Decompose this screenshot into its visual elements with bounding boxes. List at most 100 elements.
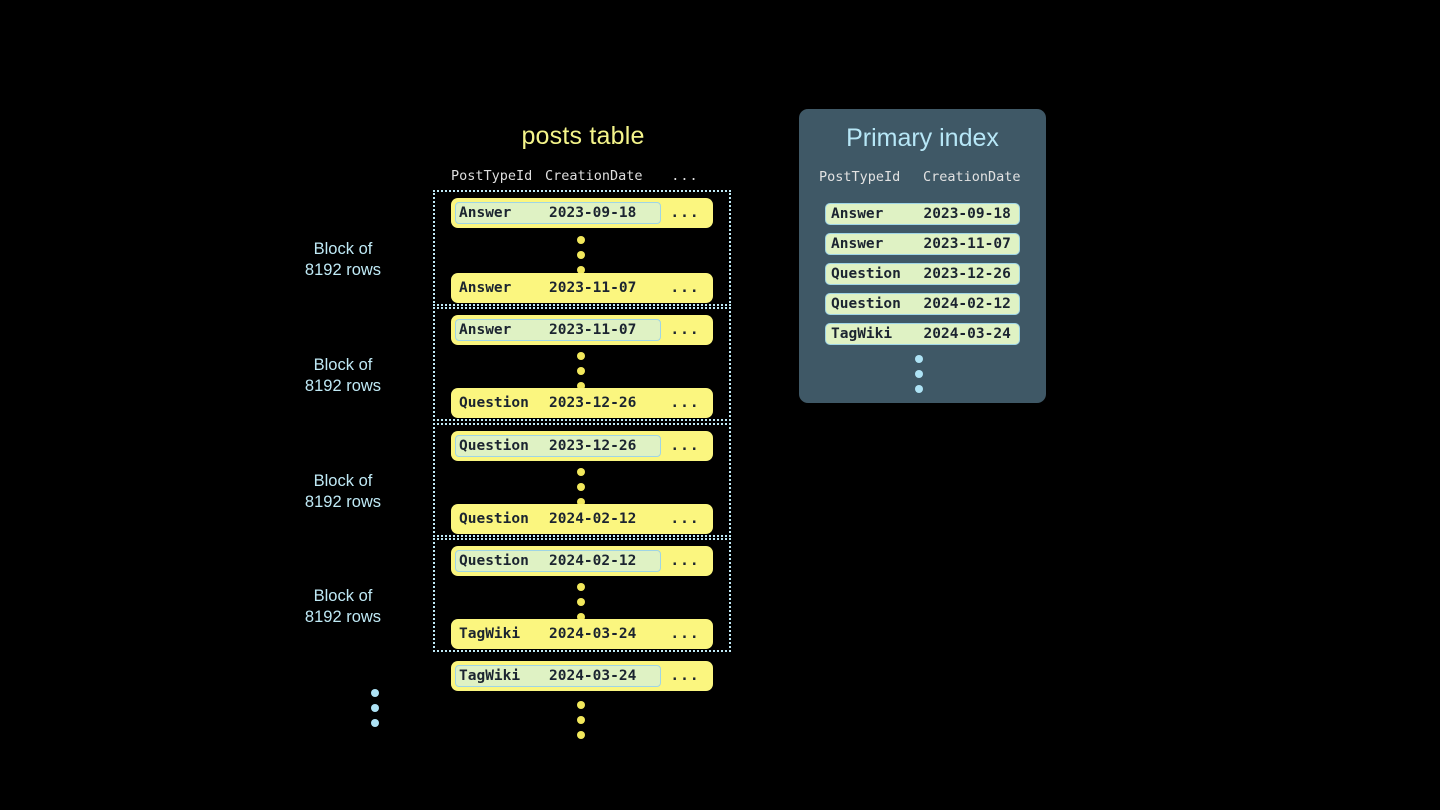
row-creationdate: 2024-02-12 xyxy=(549,511,637,527)
dot xyxy=(577,715,585,724)
table-continuation-dots xyxy=(577,697,585,742)
block-label-line1: Block of xyxy=(313,240,373,258)
row-more: ... xyxy=(670,395,700,411)
row-more: ... xyxy=(670,205,700,221)
table-row[interactable]: Question 2024-02-12 ... xyxy=(451,504,713,534)
primary-index-column-headers: PostTypeId CreationDate xyxy=(819,167,1029,187)
dot xyxy=(577,497,585,506)
index-row-posttypeid: Answer xyxy=(831,206,884,222)
column-header-creationdate: CreationDate xyxy=(923,169,1021,185)
dot xyxy=(371,718,379,727)
posts-block-2-label: Block of 8192 rows xyxy=(268,355,418,397)
dot xyxy=(577,351,585,360)
block-label-line1: Block of xyxy=(313,587,373,605)
row-posttypeid: Question xyxy=(459,553,529,569)
row-creationdate: 2023-11-07 xyxy=(549,280,637,296)
block-label-line1: Block of xyxy=(313,472,373,490)
row-ellipsis-dots xyxy=(577,464,585,509)
dot xyxy=(577,250,585,259)
dot xyxy=(577,265,585,274)
index-row[interactable]: Question 2023-12-26 xyxy=(825,263,1020,285)
row-creationdate: 2023-11-07 xyxy=(549,322,637,338)
row-more: ... xyxy=(670,511,700,527)
row-more: ... xyxy=(670,322,700,338)
table-row[interactable]: Question 2023-12-26 ... xyxy=(451,431,713,461)
dot xyxy=(371,703,379,712)
table-row[interactable]: Question 2024-02-12 ... xyxy=(451,546,713,576)
index-row[interactable]: TagWiki 2024-03-24 xyxy=(825,323,1020,345)
index-row-creationdate: 2023-09-18 xyxy=(923,206,1011,222)
row-creationdate: 2023-12-26 xyxy=(549,395,637,411)
posts-block-3-label: Block of 8192 rows xyxy=(268,471,418,513)
row-ellipsis-dots xyxy=(577,579,585,624)
column-header-creationdate: CreationDate xyxy=(545,168,643,184)
row-posttypeid: Question xyxy=(459,395,529,411)
dot xyxy=(577,730,585,739)
block-label-line1: Block of xyxy=(313,356,373,374)
table-row[interactable]: TagWiki 2024-03-24 ... xyxy=(451,661,713,691)
dot xyxy=(577,467,585,476)
row-creationdate: 2024-03-24 xyxy=(549,668,637,684)
row-more: ... xyxy=(670,438,700,454)
dot xyxy=(577,700,585,709)
block-label-line2: 8192 rows xyxy=(304,608,382,626)
table-row[interactable]: Question 2023-12-26 ... xyxy=(451,388,713,418)
index-row-creationdate: 2024-03-24 xyxy=(923,326,1011,342)
row-creationdate: 2024-02-12 xyxy=(549,553,637,569)
row-more: ... xyxy=(670,553,700,569)
row-more: ... xyxy=(670,626,700,642)
row-creationdate: 2023-09-18 xyxy=(549,205,637,221)
index-row[interactable]: Answer 2023-11-07 xyxy=(825,233,1020,255)
row-ellipsis-dots xyxy=(577,232,585,277)
index-row-creationdate: 2024-02-12 xyxy=(923,296,1011,312)
block-label-line2: 8192 rows xyxy=(304,261,382,279)
dot xyxy=(577,381,585,390)
posts-block-2 xyxy=(433,307,731,421)
row-posttypeid: Answer xyxy=(459,322,512,338)
dot xyxy=(577,482,585,491)
dot xyxy=(577,597,585,606)
table-row[interactable]: Answer 2023-09-18 ... xyxy=(451,198,713,228)
column-header-posttypeid: PostTypeId xyxy=(819,169,901,185)
column-header-posttypeid: PostTypeId xyxy=(451,168,533,184)
dot xyxy=(915,369,923,378)
table-row[interactable]: Answer 2023-11-07 ... xyxy=(451,315,713,345)
index-row-posttypeid: Question xyxy=(831,266,901,282)
posts-block-4 xyxy=(433,538,731,652)
dot xyxy=(577,366,585,375)
index-row-posttypeid: TagWiki xyxy=(831,326,893,342)
row-more: ... xyxy=(670,668,700,684)
dot xyxy=(577,235,585,244)
table-row[interactable]: Answer 2023-11-07 ... xyxy=(451,273,713,303)
row-posttypeid: Question xyxy=(459,438,529,454)
row-posttypeid: Answer xyxy=(459,205,512,221)
row-posttypeid: TagWiki xyxy=(459,626,521,642)
posts-block-3 xyxy=(433,423,731,537)
table-row[interactable]: TagWiki 2024-03-24 ... xyxy=(451,619,713,649)
dot xyxy=(371,688,379,697)
index-row-creationdate: 2023-11-07 xyxy=(923,236,1011,252)
posts-table-column-headers: PostTypeId CreationDate ... xyxy=(451,166,713,186)
blocks-continuation-dots xyxy=(371,685,379,730)
block-label-line2: 8192 rows xyxy=(304,377,382,395)
dot xyxy=(577,582,585,591)
block-label-line2: 8192 rows xyxy=(304,493,382,511)
index-row-posttypeid: Answer xyxy=(831,236,884,252)
column-header-more: ... xyxy=(671,168,699,184)
row-creationdate: 2023-12-26 xyxy=(549,438,637,454)
posts-block-1 xyxy=(433,190,731,306)
row-posttypeid: TagWiki xyxy=(459,668,521,684)
dot xyxy=(915,354,923,363)
row-posttypeid: Question xyxy=(459,511,529,527)
index-row[interactable]: Question 2024-02-12 xyxy=(825,293,1020,315)
dot xyxy=(915,384,923,393)
index-continuation-dots xyxy=(915,351,923,396)
index-row[interactable]: Answer 2023-09-18 xyxy=(825,203,1020,225)
row-creationdate: 2024-03-24 xyxy=(549,626,637,642)
primary-index-panel: Primary index PostTypeId CreationDate xyxy=(799,109,1046,403)
posts-table-title: posts table xyxy=(521,122,645,150)
row-more: ... xyxy=(670,280,700,296)
index-row-creationdate: 2023-12-26 xyxy=(923,266,1011,282)
row-ellipsis-dots xyxy=(577,348,585,393)
index-row-posttypeid: Question xyxy=(831,296,901,312)
